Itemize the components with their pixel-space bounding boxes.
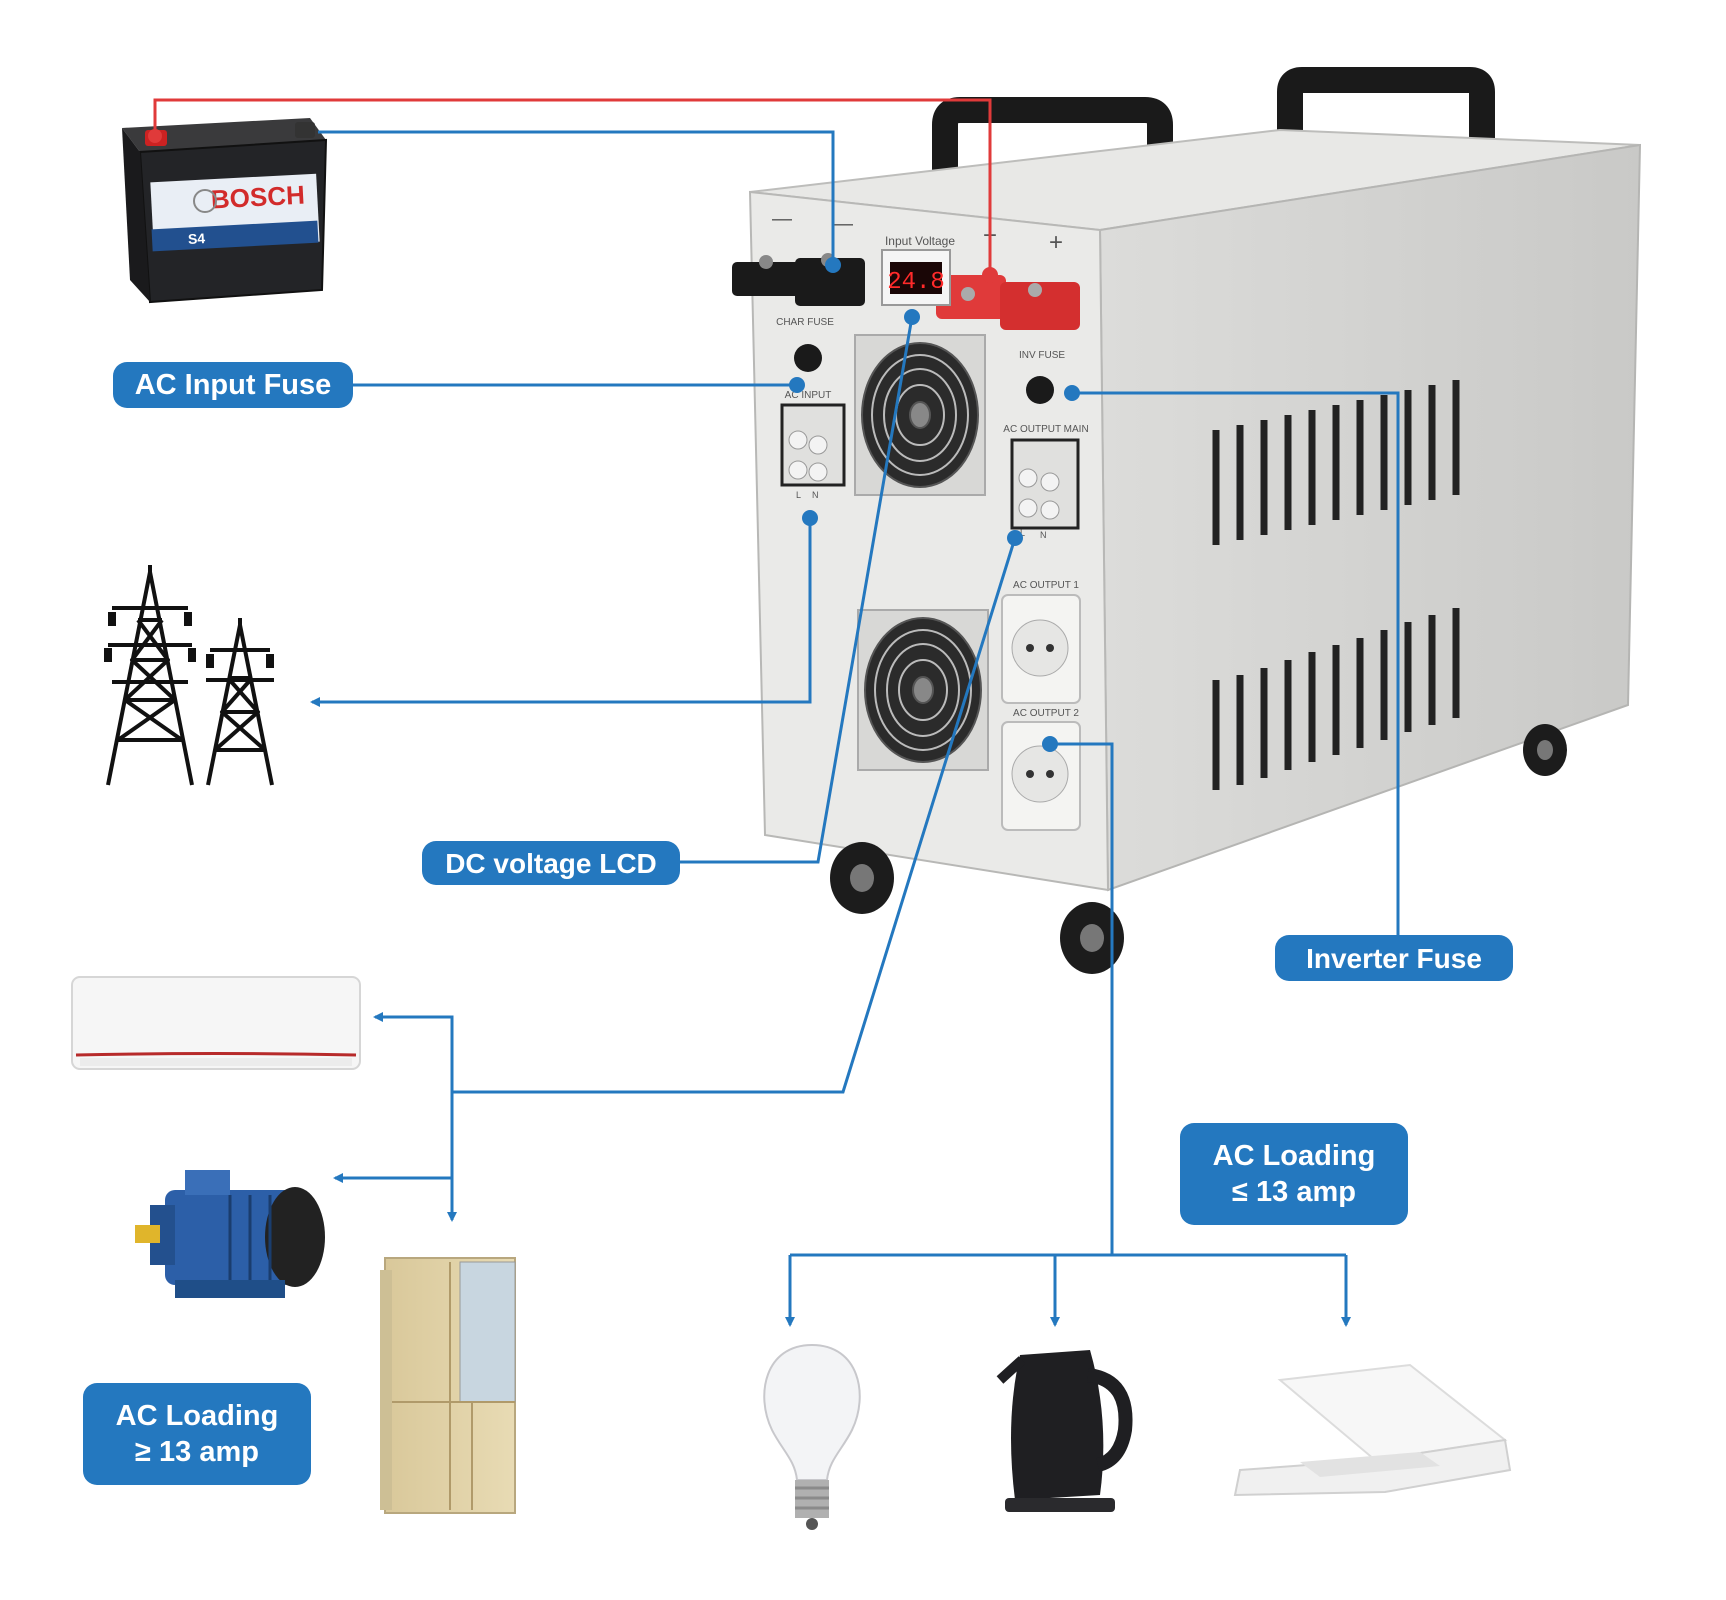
- wheels: [830, 724, 1567, 974]
- battery-brand: BOSCH: [210, 180, 305, 215]
- neg-sign-2: —: [833, 213, 853, 235]
- pos-sign-2: +: [1049, 229, 1063, 256]
- inverter-unit: — — + + Input Voltage 24.8 CHAR FUSE AC …: [732, 67, 1642, 974]
- electric-motor: [135, 1170, 325, 1298]
- inverter-fuse-label: Inverter Fuse: [1275, 935, 1513, 981]
- ac-output-1-label: AC OUTPUT 1: [1013, 580, 1079, 591]
- pos-terminal-2: [1000, 282, 1080, 330]
- ac-output-l-label: L: [1020, 528, 1025, 538]
- ac-output-main-label: AC OUTPUT MAIN: [1003, 424, 1088, 435]
- ac-loading-low-line2: ≤ 13 amp: [1232, 1176, 1356, 1208]
- dc-voltage-lcd-leader: [680, 316, 914, 864]
- neg-terminal-1: [732, 262, 800, 296]
- neg-terminal-2: [795, 258, 865, 306]
- ac-loading-low-line1: AC Loading: [1212, 1139, 1376, 1172]
- front-panel: [748, 190, 1110, 892]
- right-handle: [1277, 67, 1495, 150]
- pylon-insulators: [104, 612, 274, 668]
- ac-output-2-label: AC OUTPUT 2: [1013, 708, 1079, 719]
- ac-output-socket-1: [1001, 594, 1081, 704]
- dc-voltage-display: Input Voltage 24.8: [881, 234, 955, 306]
- ac-input-fuse-label: AC Input Fuse: [113, 362, 353, 408]
- left-handle: [932, 97, 1173, 205]
- grid-input-line: [310, 518, 812, 707]
- fan-upper: [854, 334, 986, 496]
- light-bulb: [763, 1343, 861, 1530]
- laptop: [1233, 1363, 1512, 1497]
- inverter-fuse-text: Inverter Fuse: [1306, 942, 1482, 974]
- ac-output-2-line: [1050, 742, 1114, 1255]
- ac-input-n-label: N: [812, 490, 819, 500]
- ac-loading-low-label: AC Loading ≤ 13 amp: [1180, 1123, 1408, 1225]
- lcd-value: 24.8: [887, 269, 945, 296]
- car-battery: BOSCH S4: [122, 118, 328, 304]
- ac-output-n-label: N: [1040, 530, 1047, 540]
- refrigerator: [380, 1257, 516, 1514]
- ac-output-socket-2: [1001, 721, 1081, 831]
- char-fuse-knob: [794, 344, 822, 372]
- ac-loading-high-label: AC Loading ≥ 13 amp: [83, 1383, 311, 1485]
- electric-kettle: [996, 1350, 1133, 1512]
- dc-voltage-lcd-text: DC voltage LCD: [445, 847, 657, 879]
- connector-dots: [789, 257, 1080, 752]
- dc-terminals: — — + +: [732, 208, 1080, 330]
- side-vents: [1212, 380, 1460, 790]
- ac-input-fuse-text: AC Input Fuse: [134, 368, 332, 401]
- ac-loading-high-line2: ≥ 13 amp: [135, 1436, 259, 1468]
- battery-model: S4: [188, 230, 206, 247]
- battery-negative-cable: [318, 130, 835, 265]
- inv-fuse-label: INV FUSE: [1019, 350, 1065, 361]
- inv-fuse-knob: [1026, 376, 1054, 404]
- ac-input-l-label: L: [796, 490, 801, 500]
- ac-input-label: AC INPUT: [785, 390, 832, 401]
- ac-feed-to-aircon: [373, 1012, 454, 1092]
- ac-loading-high-line1: AC Loading: [115, 1399, 279, 1432]
- char-fuse-label: CHAR FUSE: [776, 317, 834, 328]
- unit-side: [1098, 143, 1642, 892]
- power-grid-pylons: [106, 565, 274, 786]
- ac-output-main-line: [447, 537, 1017, 1222]
- neg-sign-1: —: [772, 208, 792, 230]
- connector-lines: [310, 130, 1400, 1327]
- input-voltage-caption: Input Voltage: [885, 234, 955, 248]
- inverter-fuse-leader: [1072, 391, 1400, 940]
- battery-positive-cable: [153, 98, 992, 275]
- air-conditioner: [71, 976, 361, 1070]
- dc-voltage-lcd-label: DC voltage LCD: [422, 841, 680, 885]
